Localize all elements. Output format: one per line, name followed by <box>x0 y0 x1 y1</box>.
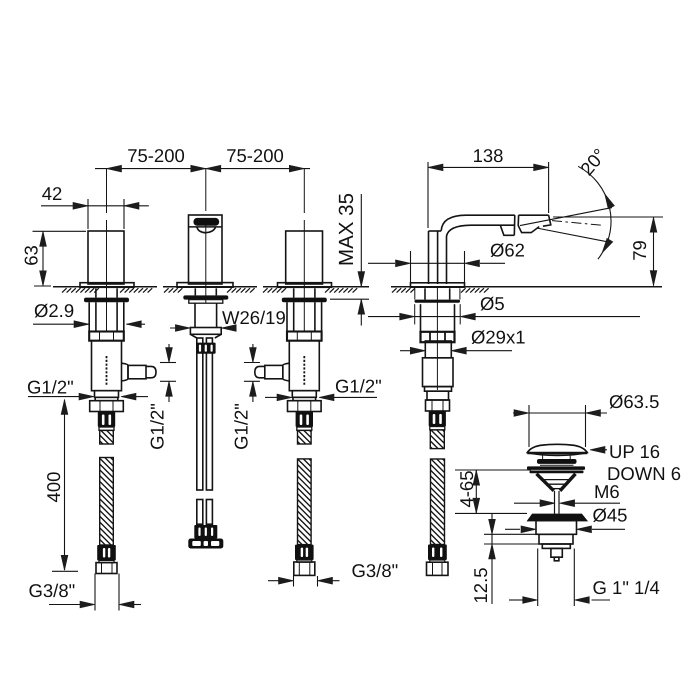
svg-text:79: 79 <box>629 240 650 261</box>
svg-text:12.5: 12.5 <box>470 567 491 603</box>
svg-text:M6: M6 <box>594 481 620 502</box>
svg-text:W26/19: W26/19 <box>222 307 286 328</box>
svg-text:G1/2": G1/2" <box>147 403 168 450</box>
svg-text:G1/2": G1/2" <box>335 376 382 397</box>
svg-text:G1/2": G1/2" <box>231 403 252 450</box>
svg-text:G3/8": G3/8" <box>352 560 399 581</box>
svg-text:Ø2.9: Ø2.9 <box>34 300 74 321</box>
svg-text:MAX 35: MAX 35 <box>335 193 358 266</box>
svg-text:63: 63 <box>21 245 42 266</box>
svg-text:42: 42 <box>42 183 63 204</box>
svg-text:G1/2": G1/2" <box>27 377 74 398</box>
svg-text:138: 138 <box>473 145 504 166</box>
svg-text:G3/8": G3/8" <box>29 580 76 601</box>
svg-text:4-65: 4-65 <box>456 470 477 507</box>
svg-text:Ø29x1: Ø29x1 <box>471 327 526 348</box>
svg-text:400: 400 <box>43 472 64 503</box>
svg-text:Ø45: Ø45 <box>593 505 628 526</box>
svg-text:DOWN 6: DOWN 6 <box>607 463 681 484</box>
svg-text:75-200: 75-200 <box>226 145 284 166</box>
svg-text:Ø62: Ø62 <box>490 240 525 261</box>
svg-text:Ø5: Ø5 <box>480 293 505 314</box>
svg-text:75-200: 75-200 <box>127 145 185 166</box>
svg-text:UP 16: UP 16 <box>609 441 660 462</box>
svg-text:G 1" 1/4: G 1" 1/4 <box>593 577 660 598</box>
svg-text:Ø63.5: Ø63.5 <box>609 391 659 412</box>
